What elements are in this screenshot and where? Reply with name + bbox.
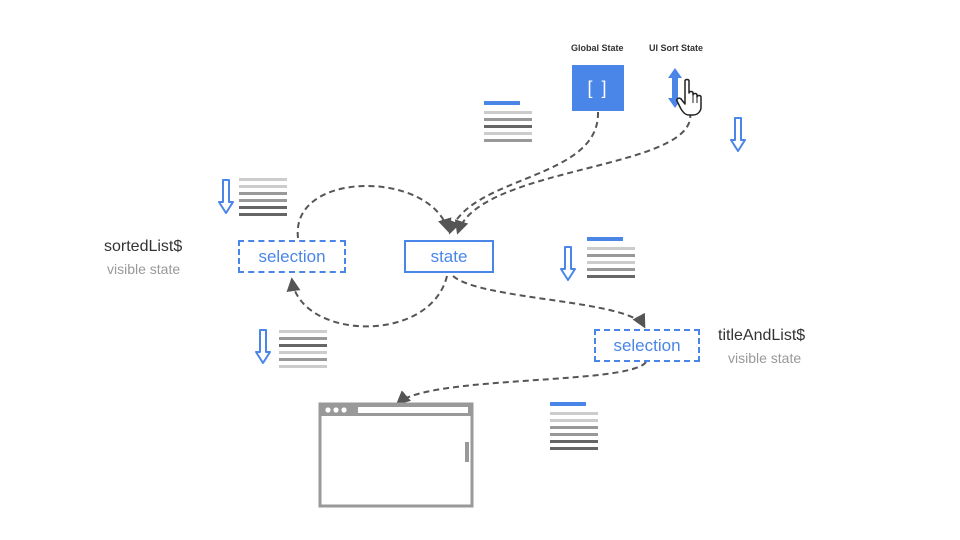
state-node: state (404, 240, 494, 273)
down-arrow-icon (560, 246, 576, 281)
browser-window-icon (318, 402, 474, 508)
selection-node-right: selection (594, 329, 700, 362)
edge-right-selection-to-window (395, 361, 647, 405)
edge-state-to-selection-loop (286, 275, 448, 328)
edge-global-to-state (447, 111, 600, 235)
selection-node-left: selection (238, 240, 346, 273)
list-doc-icon (279, 330, 327, 368)
stream-name-sorted: sortedList$ (104, 238, 183, 255)
down-arrow-icon (218, 179, 234, 214)
ui-sort-state-header: UI Sort State (649, 43, 704, 53)
global-state-header: Global State (571, 43, 624, 53)
stream-sub-title: visible state (728, 350, 802, 366)
edge-selection-to-state-loop (296, 184, 452, 239)
hand-cursor-icon (676, 78, 702, 116)
stream-sub-sorted: visible state (107, 261, 181, 277)
edge-ui-sort-to-state (454, 111, 692, 235)
list-doc-icon (484, 101, 532, 142)
stream-name-title: titleAndList$ (718, 327, 806, 344)
list-doc-icon (550, 402, 598, 450)
global-state-box: [ ] (572, 65, 624, 111)
down-arrow-icon (730, 117, 746, 152)
list-doc-icon (587, 237, 635, 278)
edge-state-to-right-selection (452, 275, 646, 329)
list-doc-icon (239, 178, 287, 216)
down-arrow-icon (255, 329, 271, 364)
